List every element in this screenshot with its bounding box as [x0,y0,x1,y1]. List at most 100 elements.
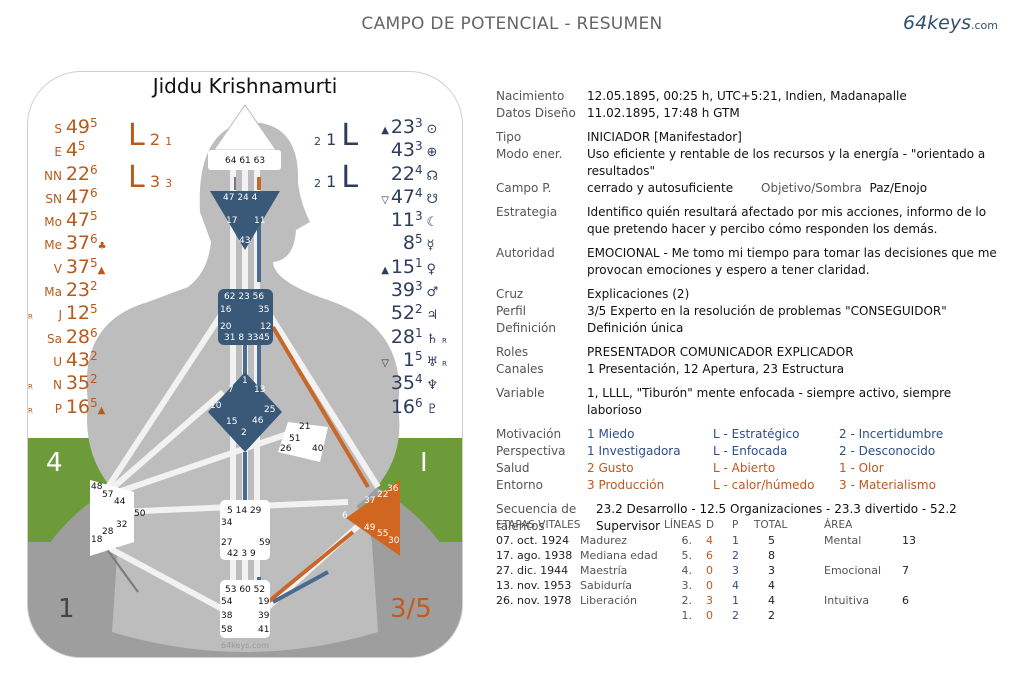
stage-total: 5 [768,534,775,547]
g-gate-15: 15 [226,417,238,427]
logo-suffix: .com [971,19,998,32]
variable-value: 1, LLLL, "Tiburón" mente enfocada - siem… [587,386,952,417]
design-planet-row: S 495 [54,116,98,138]
g-center[interactable] [208,372,282,452]
grid-value: L - Estratégico [713,427,800,441]
stage-line: 6. [681,534,693,547]
brand-logo[interactable]: 64keys.com [903,12,998,34]
grid-value: 2 - Desconocido [839,444,936,458]
stage-date: 17. ago. 1938 [496,549,573,562]
birth-value: 12.05.1895, 00:25 h, UTC+5:21, Indien, M… [587,89,907,103]
root-gates-top: 53 60 52 [225,585,266,595]
stage-area-value: 13 [902,534,916,547]
bottom-left-number: 1 [58,594,75,624]
header-total: TOTAL [754,519,788,531]
grid-value: 1 Miedo [587,427,635,441]
definition-label: Definición [496,321,556,335]
personality-planet-row: ▽474 ☋ [381,185,439,208]
ajna-gate-17: 17 [226,216,238,226]
stage-area [824,608,902,623]
grid-value: L - Abierto [713,461,776,475]
stage-total: 2 [768,609,775,622]
g-gate-1: 1 [242,376,248,386]
page-title: CAMPO DE POTENCIAL - RESUMEN [361,14,663,34]
stage-area-value [902,548,932,563]
design-planet-row: NN 226 [44,162,98,185]
variable-left-bottom: L 3 3 [128,160,173,195]
stages-table: ETAPAS VITALES LÍNEAS D P TOTAL ÁREA 07.… [496,518,932,623]
bottom-right-profile: 3/5 [390,594,432,624]
design-planet-row: Me 376♣ [44,232,107,255]
talents-value: 23.2 Desarrollo - 12.5 Organizaciones - … [596,502,957,533]
solar-gate-55: 55 [377,529,389,539]
cross-value: Explicaciones (2) [587,287,690,301]
header-area: ÁREA [824,519,853,531]
personality-planet-row: 522 ♃ [390,302,439,325]
head-gates: 64 61 63 [225,156,266,166]
stage-d: 0 [706,609,713,622]
variable-grid-row: Perspectiva 1 Investigadora L - Enfocada 2 … [496,443,1006,460]
personality-planet-row: ▲151 ♀ [381,255,436,278]
stage-date: 07. oct. 1924 [496,534,570,547]
stage-date: 26. nov. 1978 [496,594,572,607]
chart-footer: 64keys.com [221,641,269,650]
strategy-value: Identifico quién resultará afectado por … [587,205,987,236]
root-gate-38: 38 [221,611,233,621]
grid-value: 2 Gusto [587,461,634,475]
throat-center[interactable] [218,289,273,345]
solar-gate-6: 6 [342,511,348,521]
profile-label: Perfil [496,304,527,318]
personality-planets: ▲233 ⊙ 433 ⊕ 224 ☊ ▽474 ☋ 113 ☾ 85 ☿ ▲15… [373,116,462,419]
authority-label: Autoridad [496,246,555,260]
energy-label: Modo ener. [496,147,563,161]
sacral-gates-bottom: 42 3 9 [227,549,256,559]
g-gate-2: 2 [241,428,247,438]
grid-value: 1 Investigadora [587,444,681,458]
root-gate-19: 19 [258,597,270,607]
design-planet-row: E 45 [54,139,86,162]
personality-planet-row: 354 ♆ [390,372,439,395]
stage-name: Mediana edad [580,549,658,562]
field-label: Campo P. [496,181,552,195]
design-planet-row: SN 476 [45,185,98,208]
header-d: D [706,519,715,531]
ajna-center[interactable] [210,191,280,250]
spleen-center[interactable] [90,480,134,556]
cross-label: Cruz [496,287,524,301]
stage-d: 6 [706,549,713,562]
g-gate-25: 25 [264,405,276,415]
stage-area-value [902,608,932,623]
design-planet-row: V 375▲ [53,255,106,278]
stage-area-value: 7 [902,564,909,577]
personality-planet-row: ▲233 ⊙ [381,116,438,138]
grid-value: L - Enfocada [713,444,788,458]
g-gate-13: 13 [254,385,266,395]
spleen-gate-50: 50 [134,509,146,519]
solar-gate-22: 22 [377,490,389,500]
stage-p: 1 [732,534,739,547]
solar-gate-30: 30 [388,536,400,546]
sacral-gates-top: 5 14 29 [227,506,262,516]
solar-plexus-center[interactable] [346,480,400,556]
sacral-center[interactable] [220,500,270,560]
throat-gates-bottom: 31 8 3345 [224,333,270,343]
root-center[interactable] [220,580,270,638]
grid-value: L - calor/húmedo [713,478,815,492]
definition-value: Definición única [587,321,684,335]
spleen-gate-18: 18 [91,535,103,545]
roles-label: Roles [496,345,529,359]
grid-label: Perspectiva [496,444,566,458]
spleen-gate-57: 57 [102,490,114,500]
sacral-gate-34: 34 [221,518,233,528]
heart-center[interactable] [278,422,328,462]
sacral-gate-59: 59 [259,538,271,548]
spleen-gate-28: 28 [102,527,114,537]
